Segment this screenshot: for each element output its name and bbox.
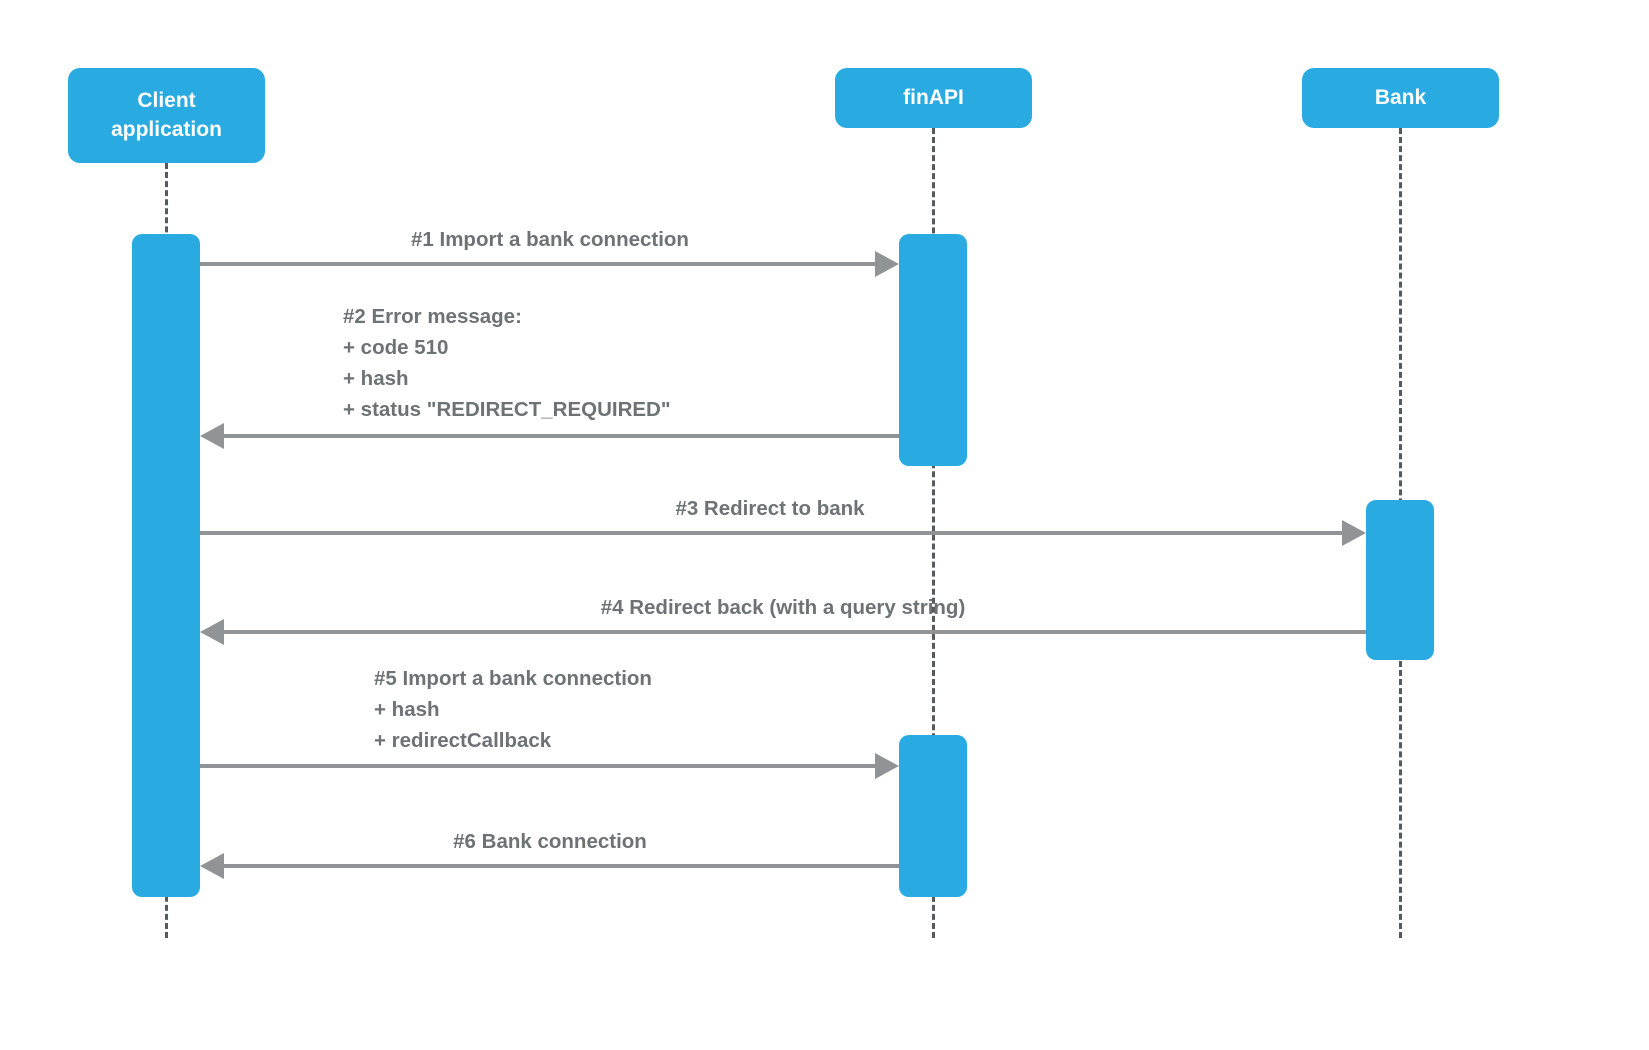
activation-bar-finapi-1: [899, 234, 967, 466]
actor-finapi[interactable]: finAPI: [835, 68, 1032, 128]
activation-bar-client: [132, 234, 200, 897]
message-arrowhead-5: [875, 753, 899, 779]
message-label-1: #1 Import a bank connection: [411, 228, 689, 251]
actor-bank[interactable]: Bank: [1302, 68, 1499, 128]
activation-bar-finapi-2: [899, 735, 967, 897]
message-arrowhead-3: [1342, 520, 1366, 546]
message-arrowhead-1: [875, 251, 899, 277]
message-line-4: [224, 630, 1366, 634]
message-line-2: [224, 434, 899, 438]
message-label-5: #5 Import a bank connection + hash + red…: [374, 667, 652, 752]
message-label-6: #6 Bank connection: [453, 830, 647, 853]
message-arrowhead-6: [200, 853, 224, 879]
message-line-6: [224, 864, 899, 868]
message-arrowhead-2: [200, 423, 224, 449]
message-line-3: [200, 531, 1342, 535]
message-arrowhead-4: [200, 619, 224, 645]
message-label-4: #4 Redirect back (with a query string): [600, 596, 966, 619]
message-label-2: #2 Error message: + code 510 + hash + st…: [343, 305, 671, 421]
message-line-1: [200, 262, 875, 266]
message-line-5: [200, 764, 875, 768]
actor-client-application[interactable]: Client application: [68, 68, 265, 163]
activation-bar-bank: [1366, 500, 1434, 660]
message-label-3: #3 Redirect to bank: [675, 497, 865, 520]
